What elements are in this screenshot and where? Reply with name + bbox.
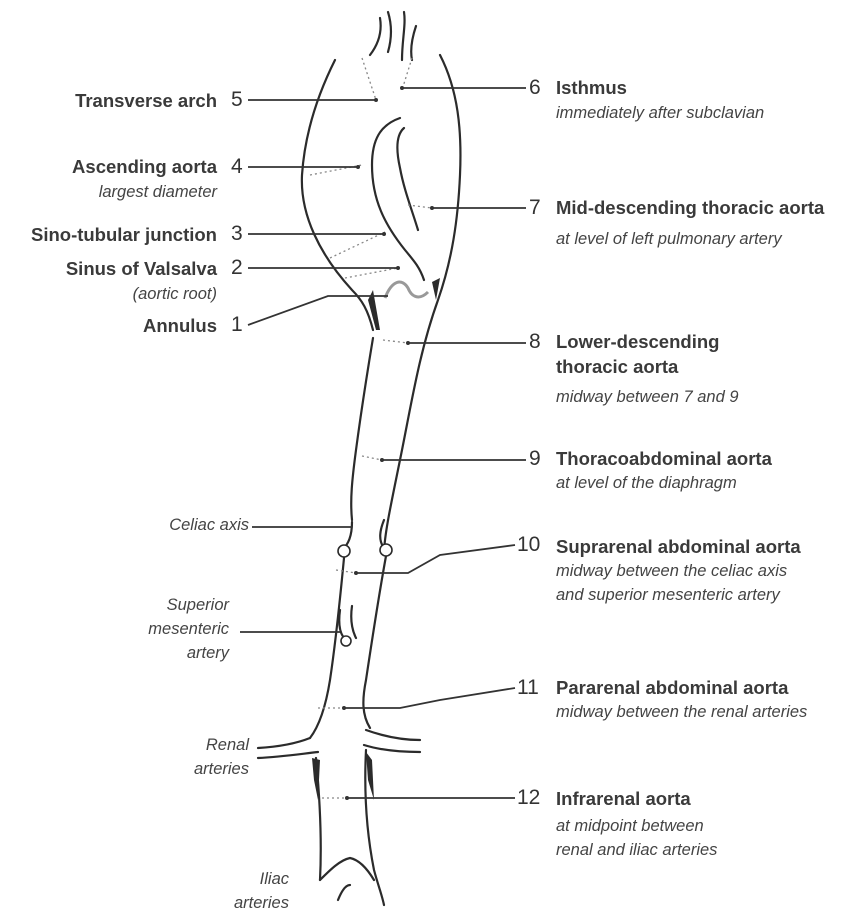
label-pararenal: Pararenal abdominal aorta xyxy=(556,677,788,698)
renal-artery-right xyxy=(364,730,420,752)
plane-2 xyxy=(345,268,398,278)
number-12: 12 xyxy=(517,786,540,810)
label-isthmus: Isthmus xyxy=(556,77,627,98)
aortic-valve xyxy=(385,282,428,298)
label-celiac-axis: Celiac axis xyxy=(169,516,249,535)
number-3: 3 xyxy=(231,222,243,246)
number-10: 10 xyxy=(517,533,540,557)
iliac-bifurcation xyxy=(320,858,374,900)
plane-10 xyxy=(336,570,356,573)
plane-3 xyxy=(330,232,385,258)
plane-9 xyxy=(362,456,382,460)
number-1: 1 xyxy=(231,313,243,337)
label-iliac-1: Iliac xyxy=(260,870,289,889)
note-suprarenal-1: midway between the celiac axis xyxy=(556,562,787,581)
abdominal-wall-right xyxy=(363,556,386,728)
label-sinus-of-valsalva: Sinus of Valsalva xyxy=(66,258,217,279)
number-11: 11 xyxy=(517,676,539,700)
note-infrarenal-1: at midpoint between xyxy=(556,817,704,836)
label-sma-2: mesenteric xyxy=(148,620,229,639)
number-8: 8 xyxy=(529,330,541,354)
note-pararenal: midway between the renal arteries xyxy=(556,703,807,722)
plane-5 xyxy=(362,58,376,100)
label-sma-3: artery xyxy=(187,644,229,663)
sma-ostium xyxy=(341,636,351,646)
renal-artery-left xyxy=(258,738,318,758)
celiac-branches xyxy=(342,520,384,550)
descending-wall-right xyxy=(384,55,460,552)
note-isthmus: immediately after subclavian xyxy=(556,104,764,123)
leader-11 xyxy=(344,688,515,708)
note-aortic-root: (aortic root) xyxy=(133,285,217,304)
label-iliac-2: arteries xyxy=(234,894,289,913)
label-mid-descending: Mid-descending thoracic aorta xyxy=(556,197,824,218)
number-5: 5 xyxy=(231,88,243,112)
number-9: 9 xyxy=(529,447,541,471)
plane-8 xyxy=(383,340,408,343)
label-infrarenal: Infrarenal aorta xyxy=(556,788,691,809)
note-infrarenal-2: renal and iliac arteries xyxy=(556,841,717,860)
plane-6 xyxy=(402,58,412,90)
label-transverse-arch: Transverse arch xyxy=(75,90,217,111)
label-lower-descending-1: Lower-descending xyxy=(556,331,719,352)
note-thoracoabdominal: at level of the diaphragm xyxy=(556,474,737,493)
label-sma-1: Superior xyxy=(167,596,229,615)
number-4: 4 xyxy=(231,155,243,179)
abdominal-wall-left xyxy=(310,558,344,738)
label-renal-2: arteries xyxy=(194,760,249,779)
label-suprarenal: Suprarenal abdominal aorta xyxy=(556,536,801,557)
celiac-ostium-left xyxy=(338,545,350,557)
label-thoracoabdominal: Thoracoabdominal aorta xyxy=(556,448,772,469)
label-renal-1: Renal xyxy=(206,736,249,755)
label-annulus: Annulus xyxy=(143,315,217,336)
label-sino-tubular-junction: Sino-tubular junction xyxy=(31,224,217,245)
label-ascending-aorta: Ascending aorta xyxy=(72,156,217,177)
number-2: 2 xyxy=(231,256,243,280)
descending-wall-left xyxy=(351,338,373,520)
note-ascending-aorta: largest diameter xyxy=(99,183,217,202)
arch-vessel-lines xyxy=(370,12,416,60)
number-7: 7 xyxy=(529,196,541,220)
number-6: 6 xyxy=(529,76,541,100)
note-lower-descending: midway between 7 and 9 xyxy=(556,388,739,407)
note-mid-descending: at level of left pulmonary artery xyxy=(556,230,782,249)
label-lower-descending-2: thoracic aorta xyxy=(556,356,678,377)
note-suprarenal-2: and superior mesenteric artery xyxy=(556,586,780,605)
sma-branch xyxy=(339,606,356,640)
celiac-ostium-right xyxy=(380,544,392,556)
